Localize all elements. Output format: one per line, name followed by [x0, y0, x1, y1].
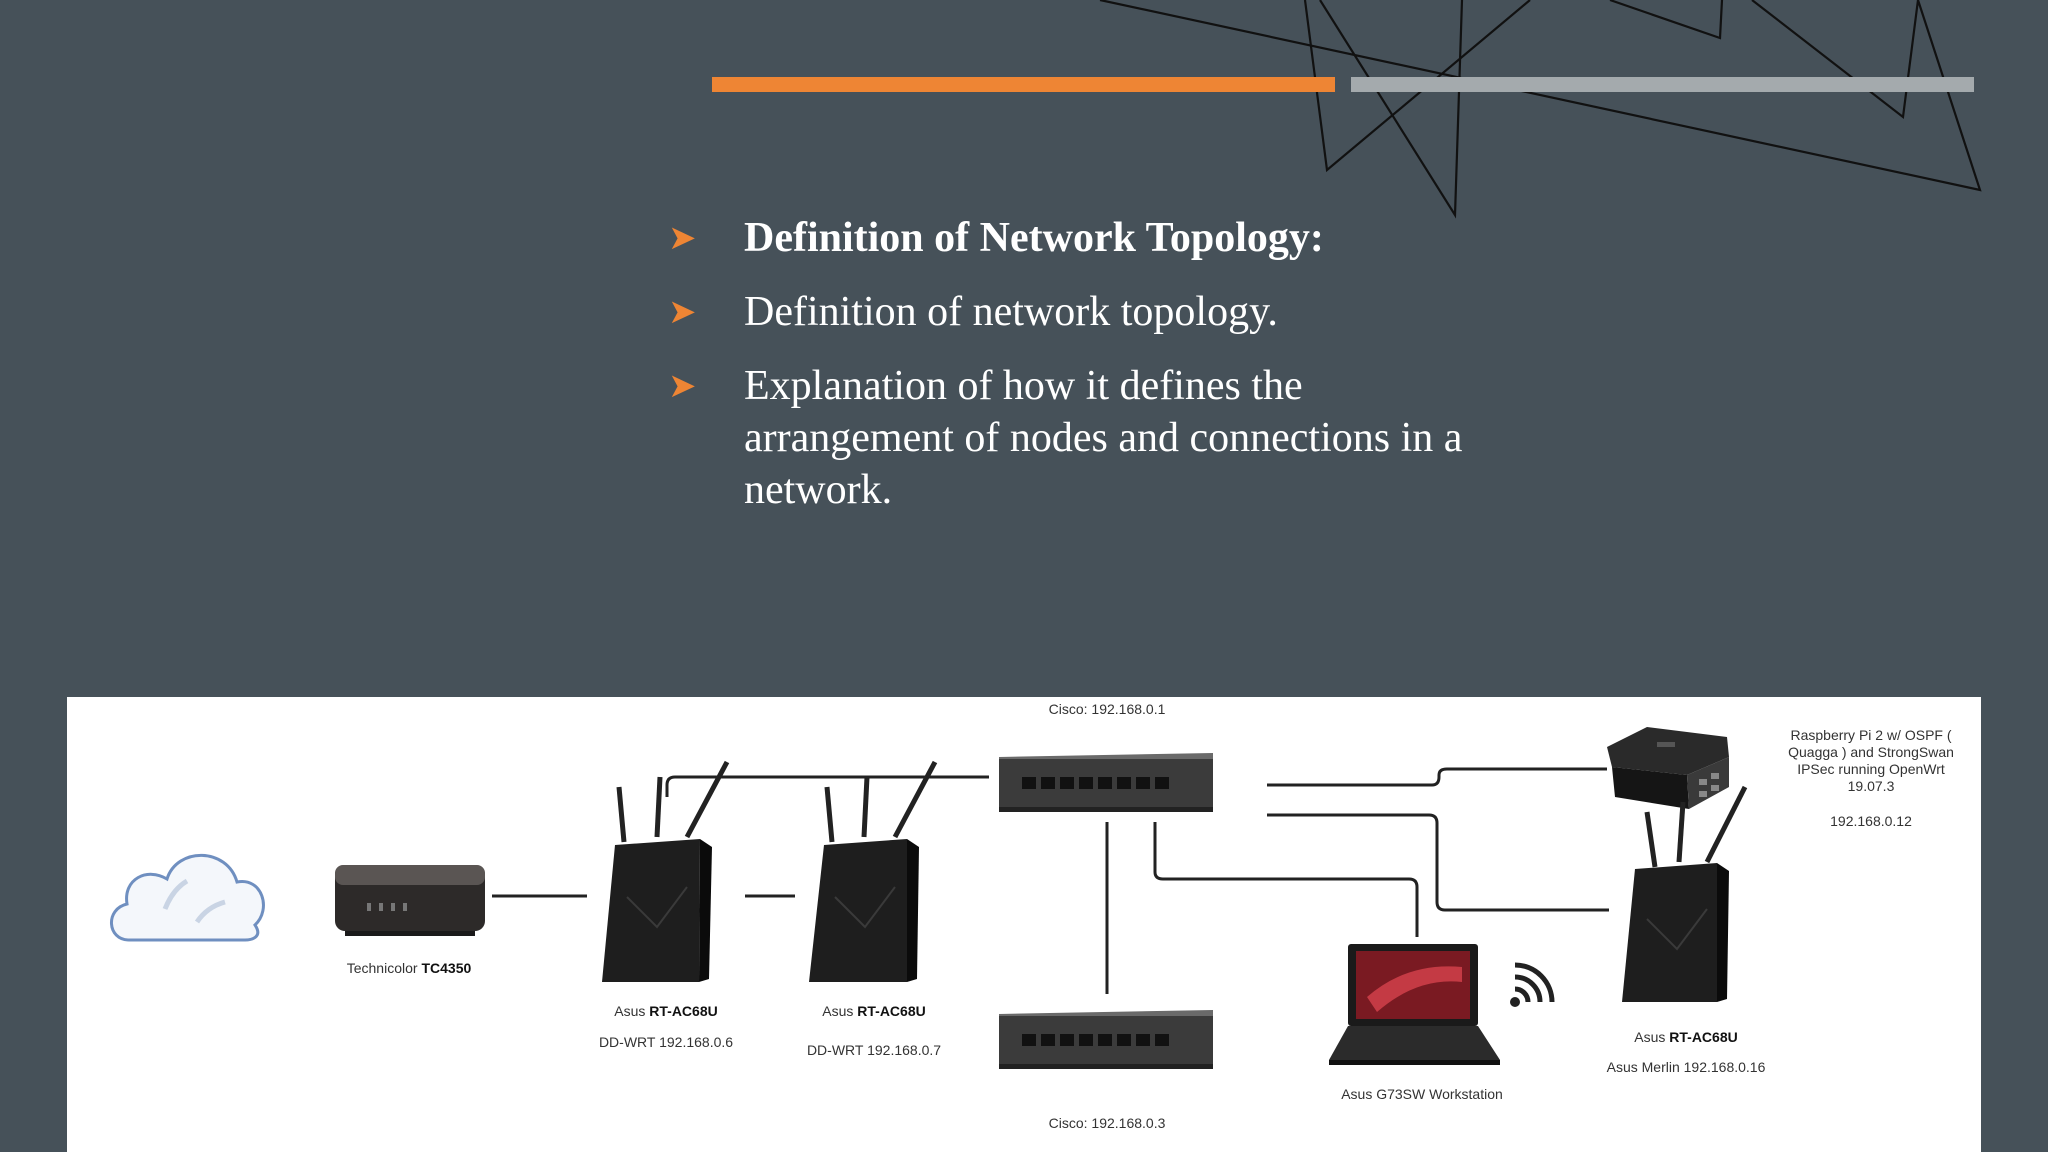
- raspberry-pi-icon: [1607, 727, 1729, 809]
- bullet-list: ➤ Definition of Network Topology: ➤ Defi…: [668, 212, 1488, 538]
- wifi-icon: [1510, 962, 1555, 1007]
- raspi-label: Raspberry Pi 2 w/ OSPF ( Quagga ) and St…: [1788, 727, 1954, 794]
- decorative-lines: [1099, 0, 1982, 219]
- router3-detail: Asus Merlin 192.168.0.16: [1606, 1059, 1766, 1075]
- router3-label: Asus RT-AC68U: [1634, 1029, 1738, 1045]
- bullet-heading: Definition of Network Topology:: [744, 215, 1324, 261]
- connection-lines: [492, 767, 1609, 994]
- arrow-bullet-icon: ➤: [668, 292, 697, 332]
- bullet-item: ➤ Explanation of how it defines the arra…: [668, 360, 1488, 516]
- bullet-text: Definition of network topology.: [744, 289, 1278, 335]
- arrow-bullet-icon: ➤: [668, 218, 697, 258]
- router2-label: Asus RT-AC68U: [822, 1003, 926, 1019]
- raspi-ip: 192.168.0.12: [1830, 813, 1912, 829]
- modem-icon: [335, 865, 485, 936]
- switch1-label: Cisco: 192.168.0.1: [1048, 701, 1166, 717]
- bullet-item: ➤ Definition of network topology.: [668, 286, 1488, 338]
- bullet-text: Explanation of how it defines the arrang…: [744, 363, 1463, 513]
- title-accent-bar: [712, 77, 1335, 92]
- router1-detail: DD-WRT 192.168.0.6: [598, 1034, 734, 1050]
- modem-label: Technicolor TC4350: [346, 960, 472, 976]
- title-grey-bar: [1351, 77, 1974, 92]
- internet-cloud-icon: [110, 853, 265, 942]
- arrow-bullet-icon: ➤: [668, 366, 697, 406]
- router2-detail: DD-WRT 192.168.0.7: [806, 1042, 942, 1058]
- router-icon: [602, 760, 730, 982]
- laptop-icon: [1329, 944, 1500, 1065]
- switch2-label: Cisco: 192.168.0.3: [1048, 1115, 1166, 1131]
- network-diagram: Cisco: 192.168.0.1 Technicolor TC4350 As…: [67, 697, 1981, 1152]
- router1-label: Asus RT-AC68U: [614, 1003, 718, 1019]
- router-icon: [1622, 785, 1748, 1002]
- bullet-item: ➤ Definition of Network Topology:: [668, 212, 1488, 264]
- switch-icon: [999, 753, 1213, 812]
- laptop-label: Asus G73SW Workstation: [1341, 1086, 1503, 1102]
- router-icon: [809, 760, 938, 982]
- switch-icon: [999, 1010, 1213, 1069]
